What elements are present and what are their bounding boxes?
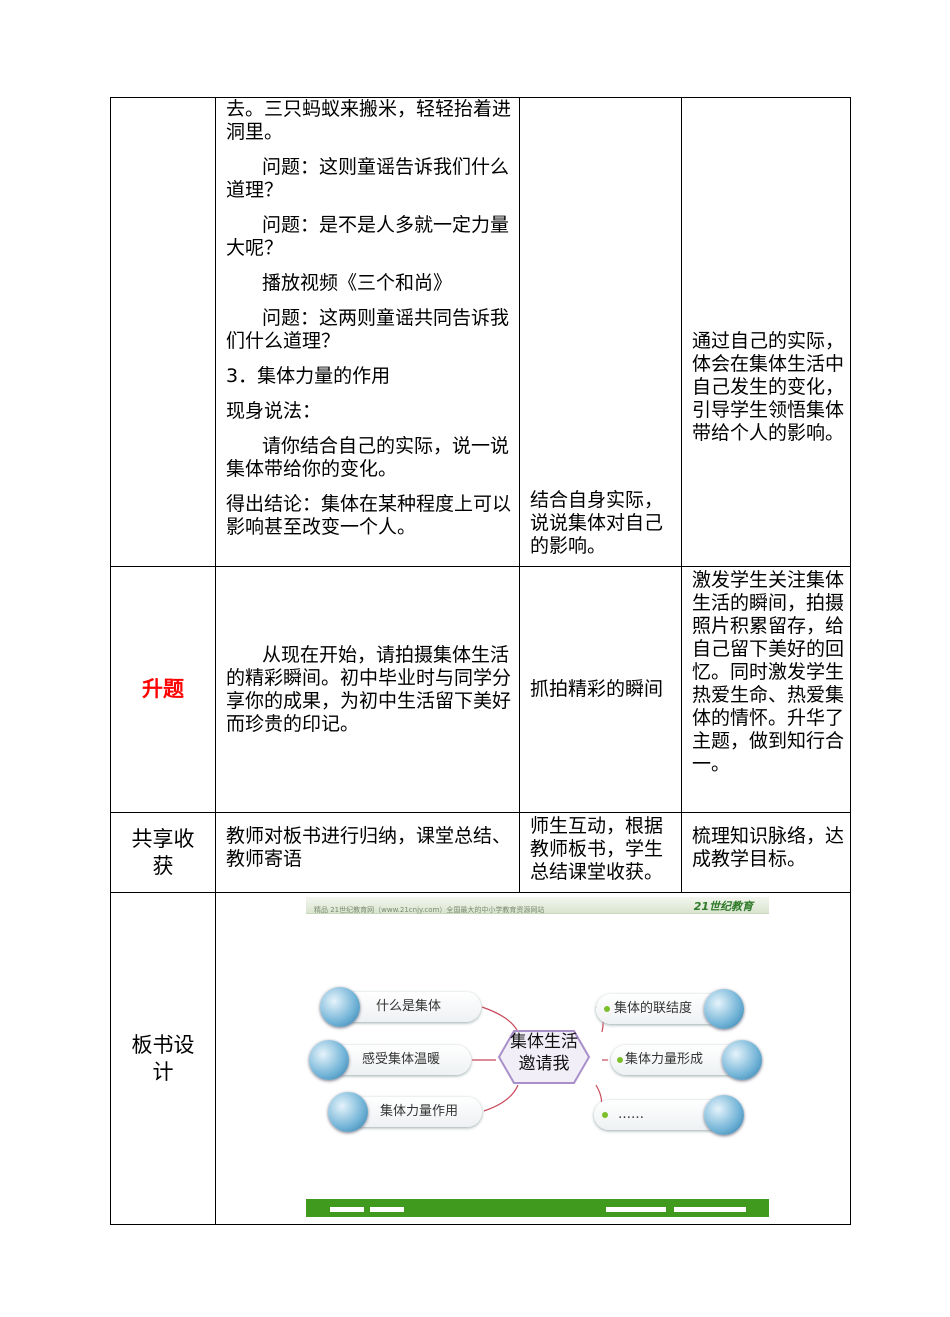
teacher-activity-cell: 从现在开始，请拍摄集体生活的精彩瞬间。初中毕业时与同学分享你的成果，为初中生活留…	[215, 566, 520, 813]
stage-cell: 板书设计	[110, 892, 216, 1225]
section-heading: 3．集体力量的作用	[226, 365, 391, 387]
video-paragraph: 播放视频《三个和尚》	[262, 272, 453, 294]
building-icon	[320, 987, 360, 1027]
table-row: 升题 从现在开始，请拍摄集体生活的精彩瞬间。初中毕业时与同学分享你的成果，为初中…	[110, 566, 851, 813]
lesson-plan-table: 去。三只蚂蚁来搬米，轻轻抬着进洞里。 问题：这则童谣告诉我们什么道理？ 问题：是…	[110, 97, 851, 1225]
winter-icon	[704, 1095, 744, 1135]
disc-icon	[328, 1092, 368, 1132]
design-intent-cell: 激发学生关注集体生活的瞬间，拍摄照片积累留存，给自己留下美好的回忆。同时激发学生…	[681, 566, 851, 813]
student-activity-cell: 抓拍精彩的瞬间	[519, 566, 682, 813]
board-design-cell: 精品 21世纪教育网（www.21cnjy.com）全国最大的中小学教育资源网站…	[215, 892, 851, 1225]
student-activity-text: 师生互动，根据教师板书，学生总结课堂收获。	[530, 815, 664, 883]
stage-cell: 升题	[110, 566, 216, 813]
city-icon	[704, 989, 744, 1029]
center-title-line-2: 邀请我	[518, 1054, 570, 1074]
design-intent-text: 通过自己的实际，体会在集体生活中自己发生的变化，引导学生领悟集体带给个人的影响。	[692, 330, 845, 444]
stage-label: 共享收获	[131, 826, 195, 878]
board-header: 精品 21世纪教育网（www.21cnjy.com）全国最大的中小学教育资源网站…	[306, 897, 769, 914]
table-row: 共享收获 教师对板书进行归纳，课堂总结、教师寄语 师生互动，根据教师板书，学生总…	[110, 812, 851, 893]
design-intent-text: 梳理知识脉络，达成教学目标。	[692, 825, 845, 870]
student-activity-cell: 师生互动，根据教师板书，学生总结课堂收获。	[519, 812, 682, 893]
center-title-line-1: 集体生活	[510, 1032, 578, 1052]
center-topic: 集体生活 邀请我	[489, 1027, 599, 1087]
student-activity-text: 结合自身实际，说说集体对自己的影响。	[530, 489, 664, 557]
design-intent-text: 激发学生关注集体生活的瞬间，拍摄照片积累留存，给自己留下美好的回忆。同时激发学生…	[692, 569, 845, 775]
content-paragraph: 去。三只蚂蚁来搬米，轻轻抬着进洞里。	[226, 98, 512, 143]
content-paragraph: 从现在开始，请拍摄集体生活的精彩瞬间。初中毕业时与同学分享你的成果，为初中生活留…	[226, 643, 512, 735]
stage-cell	[110, 97, 216, 567]
site-logo: 21世纪教育	[693, 900, 753, 913]
crystal-icon	[309, 1040, 349, 1080]
board-header-text: 精品 21世纪教育网（www.21cnjy.com）全国最大的中小学教育资源网站	[314, 906, 545, 914]
teacher-activity-cell: 去。三只蚂蚁来搬米，轻轻抬着进洞里。 问题：这则童谣告诉我们什么道理？ 问题：是…	[215, 97, 520, 567]
question-paragraph: 问题：是不是人多就一定力量大呢？	[226, 214, 510, 259]
question-paragraph: 问题：这则童谣告诉我们什么道理？	[226, 156, 510, 201]
hexagon-shape	[497, 1030, 591, 1084]
teacher-activity-cell: 教师对板书进行归纳，课堂总结、教师寄语	[215, 812, 520, 893]
stage-cell: 共享收获	[110, 812, 216, 893]
design-intent-cell: 通过自己的实际，体会在集体生活中自己发生的变化，引导学生领悟集体带给个人的影响。	[681, 97, 851, 567]
blackboard-diagram: 精品 21世纪教育网（www.21cnjy.com）全国最大的中小学教育资源网站…	[306, 897, 769, 1217]
question-paragraph: 问题：这两则童谣共同告诉我们什么道理？	[226, 307, 510, 352]
board-footer-bar	[306, 1199, 769, 1217]
table-row: 板书设计 精品 21世纪教育网（www.21cnjy.com）全国最大的中小学教…	[110, 892, 851, 1225]
student-activity-cell: 结合自身实际，说说集体对自己的影响。	[519, 97, 682, 567]
conclusion-paragraph: 得出结论：集体在某种程度上可以影响甚至改变一个人。	[226, 493, 512, 538]
table-row: 去。三只蚂蚁来搬米，轻轻抬着进洞里。 问题：这则童谣告诉我们什么道理？ 问题：是…	[110, 97, 851, 567]
stage-label: 板书设计	[131, 1032, 195, 1084]
content-paragraph: 教师对板书进行归纳，课堂总结、教师寄语	[226, 825, 512, 870]
content-paragraph: 请你结合自己的实际，说一说集体带给你的变化。	[226, 435, 510, 480]
figure-icon	[722, 1040, 762, 1080]
student-activity-text: 抓拍精彩的瞬间	[530, 678, 664, 700]
stage-label: 升题	[142, 677, 184, 701]
design-intent-cell: 梳理知识脉络，达成教学目标。	[681, 812, 851, 893]
content-paragraph: 现身说法：	[226, 400, 322, 422]
